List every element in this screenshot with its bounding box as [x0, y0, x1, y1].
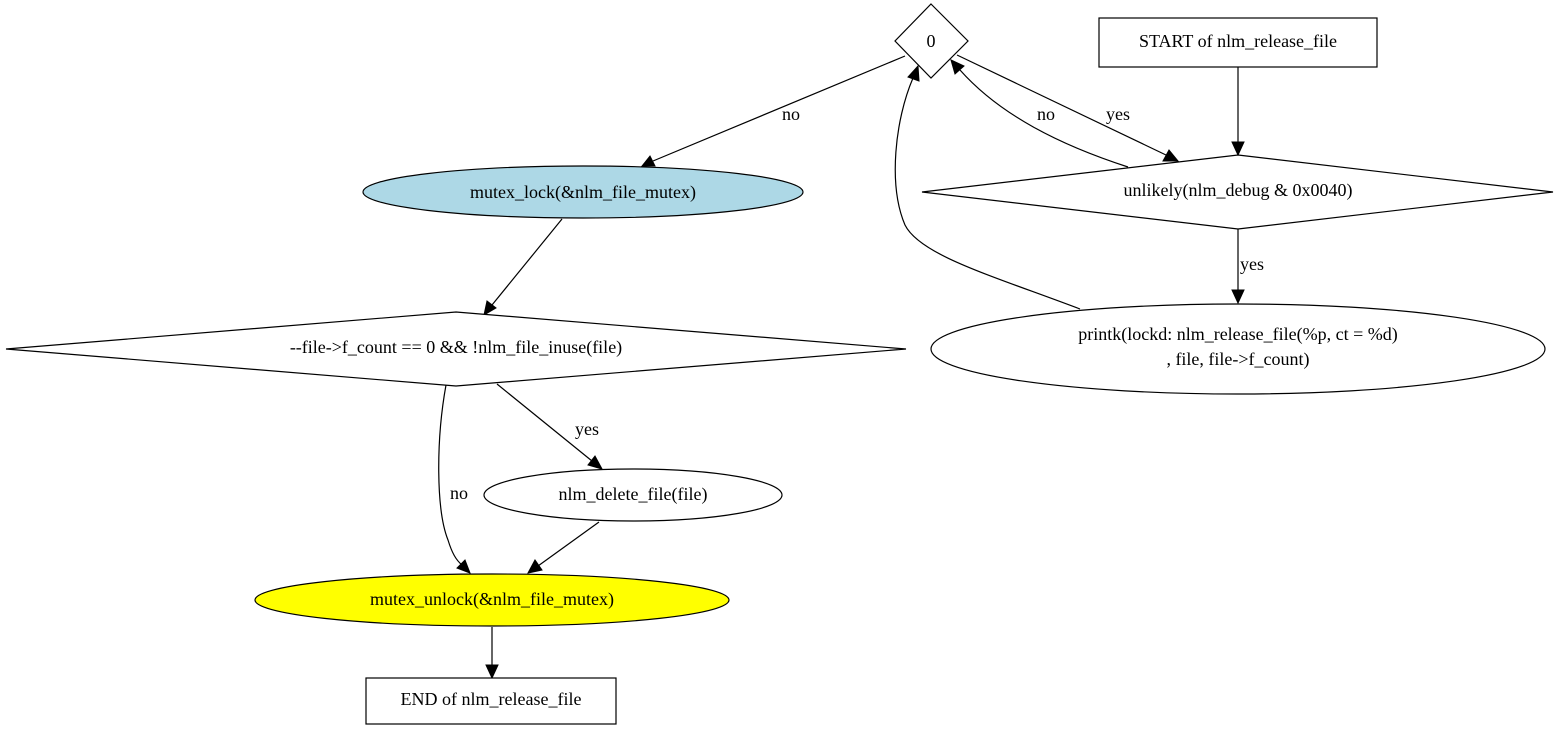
edge-label-no: no: [782, 104, 800, 124]
edge-unlikely-to-cond0: no: [950, 59, 1129, 168]
node-delete-file: nlm_delete_file(file): [483, 468, 783, 522]
edge-cond0-to-mutex-lock: no: [640, 55, 906, 167]
node-mutex-lock-shape: [362, 165, 804, 219]
node-end-label: END of nlm_release_file: [401, 689, 582, 709]
node-count-check: --file->f_count == 0 && !nlm_file_inuse(…: [5, 311, 907, 387]
node-cond0-label: 0: [927, 31, 936, 51]
edge-unlikely-to-printk: yes: [1231, 229, 1264, 305]
node-mutex-unlock-label: mutex_unlock(&nlm_file_mutex): [370, 589, 614, 610]
edge-label-yes: yes: [1240, 254, 1264, 274]
node-mutex-unlock: mutex_unlock(&nlm_file_mutex): [254, 573, 730, 627]
node-unlikely: unlikely(nlm_debug & 0x0040): [921, 154, 1554, 230]
edge-count-check-to-mutex-unlock: no: [438, 384, 471, 574]
edge-label-no: no: [1037, 104, 1055, 124]
edge-label-no: no: [450, 483, 468, 503]
edge-cond0-to-unlikely: yes: [956, 54, 1180, 162]
edge-printk-to-cond0: [894, 64, 1081, 310]
edge-count-check-to-delete-file: yes: [496, 383, 604, 470]
edge-label-yes: yes: [575, 419, 599, 439]
node-mutex-unlock-shape: [254, 573, 730, 627]
node-cond0: 0: [894, 3, 969, 79]
edge-mutex-lock-to-count-check: [483, 218, 563, 317]
edge-delete-file-to-mutex-unlock: [527, 521, 600, 574]
edge-mutex-unlock-to-end: [485, 627, 499, 680]
node-start: START of nlm_release_file: [1098, 17, 1378, 68]
node-unlikely-label: unlikely(nlm_debug & 0x0040): [1124, 180, 1353, 201]
node-mutex-lock: mutex_lock(&nlm_file_mutex): [362, 165, 804, 219]
node-delete-file-label: nlm_delete_file(file): [559, 484, 708, 505]
node-mutex-lock-label: mutex_lock(&nlm_file_mutex): [470, 182, 696, 203]
node-end: END of nlm_release_file: [365, 677, 617, 725]
edge-label-yes: yes: [1106, 104, 1130, 124]
edge-start-to-unlikely: [1231, 67, 1245, 157]
node-count-check-label: --file->f_count == 0 && !nlm_file_inuse(…: [290, 337, 622, 358]
node-start-label: START of nlm_release_file: [1139, 31, 1337, 51]
node-printk-line2: , file, file->f_count): [1166, 349, 1309, 370]
node-printk-line1: printk(lockd: nlm_release_file(%p, ct = …: [1078, 324, 1398, 345]
node-printk: printk(lockd: nlm_release_file(%p, ct = …: [930, 303, 1546, 395]
